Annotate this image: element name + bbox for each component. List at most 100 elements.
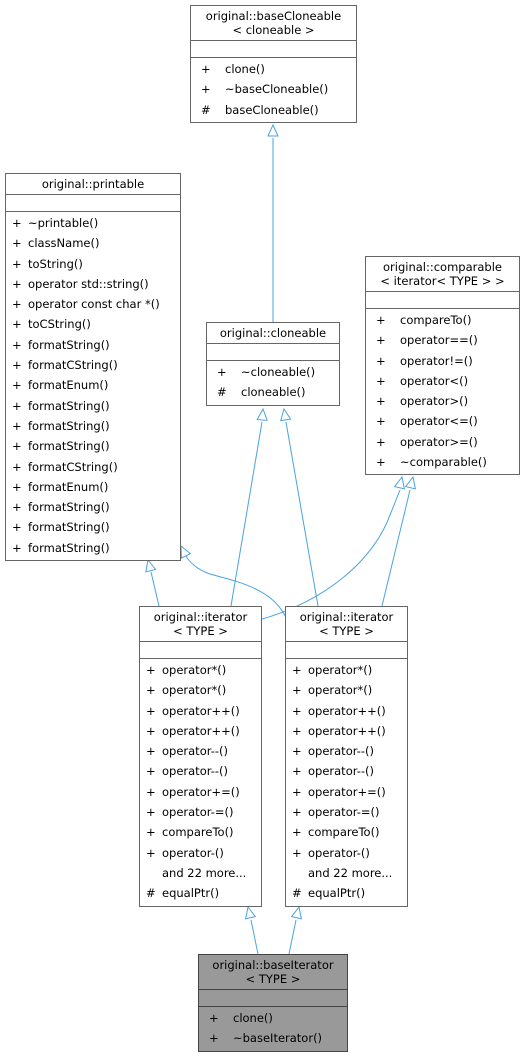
operation-row[interactable]: +toCString() bbox=[6, 314, 180, 334]
operation-row[interactable]: +operator+=() bbox=[286, 782, 407, 802]
operation-row[interactable]: +formatString() bbox=[6, 538, 180, 558]
operation-row[interactable]: +formatString() bbox=[6, 335, 180, 355]
operation-row[interactable]: +formatCString() bbox=[6, 457, 180, 477]
operation-row[interactable]: +operator-() bbox=[140, 843, 261, 863]
operation-row[interactable]: +operator--() bbox=[140, 741, 261, 761]
class-box-base-iterator[interactable]: original::baseIterator< TYPE >+clone()+~… bbox=[198, 954, 348, 1052]
attributes-section bbox=[286, 642, 407, 659]
class-title: original::comparable< iterator< TYPE > > bbox=[366, 257, 519, 292]
operation-row[interactable]: +operator--() bbox=[286, 741, 407, 761]
operation-row[interactable]: +operator<=() bbox=[366, 411, 519, 431]
operation-row[interactable]: +clone() bbox=[191, 59, 356, 79]
operation-row[interactable]: +compareTo() bbox=[140, 822, 261, 842]
operation-name: equalPtr() bbox=[162, 886, 220, 901]
edge-iterright-to-cloneable-arrowhead bbox=[280, 407, 292, 422]
operation-row[interactable]: +compareTo() bbox=[366, 310, 519, 330]
operation-name: operator const char *() bbox=[28, 297, 160, 312]
visibility-marker: + bbox=[146, 825, 156, 840]
operation-name: formatString() bbox=[28, 520, 110, 535]
operation-row[interactable]: +className() bbox=[6, 233, 180, 253]
operation-row[interactable]: +operator>=() bbox=[366, 432, 519, 452]
visibility-marker: + bbox=[12, 337, 22, 352]
operation-row[interactable]: +formatEnum() bbox=[6, 375, 180, 395]
operation-name: operator--() bbox=[308, 744, 374, 759]
operation-row[interactable]: +toString() bbox=[6, 254, 180, 274]
visibility-marker: + bbox=[12, 479, 22, 494]
operation-row[interactable]: +~cloneable() bbox=[207, 362, 339, 382]
operation-row[interactable]: and 22 more... bbox=[286, 863, 407, 883]
edge-iterleft-to-printable-arrowhead bbox=[145, 558, 157, 573]
operation-row[interactable]: +formatString() bbox=[6, 396, 180, 416]
operation-row[interactable]: +formatCString() bbox=[6, 355, 180, 375]
visibility-marker: + bbox=[209, 1031, 219, 1046]
operation-row[interactable]: +operator<() bbox=[366, 371, 519, 391]
operation-name: operator==() bbox=[400, 333, 478, 348]
operation-row[interactable]: +operator*() bbox=[286, 660, 407, 680]
operation-row[interactable]: #cloneable() bbox=[207, 382, 339, 402]
operation-row[interactable]: +operator++() bbox=[286, 701, 407, 721]
operation-row[interactable]: #baseCloneable() bbox=[191, 100, 356, 120]
operation-name: operator-() bbox=[162, 845, 224, 860]
visibility-marker: # bbox=[292, 886, 302, 901]
visibility-marker bbox=[286, 863, 308, 883]
operation-row[interactable]: +operator++() bbox=[140, 701, 261, 721]
operation-row[interactable]: +operator--() bbox=[286, 761, 407, 781]
edge-baseiter-to-iterleft bbox=[250, 919, 259, 955]
operation-row[interactable]: +formatString() bbox=[6, 517, 180, 537]
operation-name: toCString() bbox=[28, 317, 91, 332]
operation-row[interactable]: #equalPtr() bbox=[140, 883, 261, 903]
operation-row[interactable]: +compareTo() bbox=[286, 822, 407, 842]
visibility-marker: + bbox=[217, 365, 227, 379]
operations-section: +compareTo()+operator==()+operator!=()+o… bbox=[366, 309, 519, 474]
class-box-iterator-right[interactable]: original::iterator< TYPE >+operator*()+o… bbox=[285, 606, 408, 907]
operation-row[interactable]: +operator*() bbox=[286, 680, 407, 700]
operation-row[interactable]: +operator*() bbox=[140, 660, 261, 680]
operation-row[interactable]: +formatString() bbox=[6, 436, 180, 456]
visibility-marker: + bbox=[12, 256, 22, 271]
visibility-marker: + bbox=[146, 805, 156, 820]
class-box-printable[interactable]: original::printable+~printable()+classNa… bbox=[5, 173, 181, 562]
operation-row[interactable]: +operator-=() bbox=[286, 802, 407, 822]
edge-iterleft-to-cloneable-arrowhead bbox=[256, 407, 268, 421]
visibility-marker: + bbox=[146, 683, 156, 698]
operation-row[interactable]: +operator*() bbox=[140, 680, 261, 700]
operation-row[interactable]: +operator>() bbox=[366, 391, 519, 411]
class-box-comparable[interactable]: original::comparable< iterator< TYPE > >… bbox=[365, 256, 520, 476]
operation-row[interactable]: +~printable() bbox=[6, 213, 180, 233]
operation-row[interactable]: +operator++() bbox=[140, 721, 261, 741]
visibility-marker: + bbox=[376, 434, 386, 449]
operation-name: compareTo() bbox=[308, 825, 380, 840]
operation-row[interactable]: +operator+=() bbox=[140, 782, 261, 802]
operation-row[interactable]: + operator==() bbox=[366, 330, 519, 350]
operation-row[interactable]: +~comparable() bbox=[366, 452, 519, 472]
operation-row[interactable]: +~baseCloneable() bbox=[191, 79, 356, 99]
visibility-marker: + bbox=[201, 82, 211, 97]
class-box-cloneable[interactable]: original::cloneable+~cloneable()#cloneab… bbox=[206, 322, 340, 406]
operation-row[interactable]: and 22 more... bbox=[140, 863, 261, 883]
class-box-base-cloneable[interactable]: original::baseCloneable< cloneable >+clo… bbox=[190, 5, 357, 123]
operation-name: operator++() bbox=[308, 703, 386, 718]
visibility-marker: + bbox=[12, 418, 22, 433]
operation-name: className() bbox=[28, 236, 100, 251]
class-box-iterator-left[interactable]: original::iterator< TYPE >+operator*()+o… bbox=[139, 606, 262, 907]
visibility-marker: + bbox=[376, 333, 386, 348]
operation-row[interactable]: +clone() bbox=[199, 1008, 347, 1028]
operation-row[interactable]: +operator++() bbox=[286, 721, 407, 741]
operation-name: operator++() bbox=[162, 723, 240, 738]
operation-row[interactable]: +operator!=() bbox=[366, 351, 519, 371]
operation-row[interactable]: +operator-() bbox=[286, 843, 407, 863]
operation-row[interactable]: +operator std::string() bbox=[6, 274, 180, 294]
operation-row[interactable]: +operator--() bbox=[140, 761, 261, 781]
operation-row[interactable]: +~baseIterator() bbox=[199, 1028, 347, 1048]
operation-row[interactable]: +formatString() bbox=[6, 416, 180, 436]
operation-row[interactable]: #equalPtr() bbox=[286, 883, 407, 903]
operation-row[interactable]: +formatString() bbox=[6, 497, 180, 517]
operation-name: formatString() bbox=[28, 500, 110, 515]
operation-row[interactable]: +operator const char *() bbox=[6, 294, 180, 314]
visibility-marker: + bbox=[146, 703, 156, 718]
operation-row[interactable]: +operator-=() bbox=[140, 802, 261, 822]
visibility-marker: + bbox=[12, 439, 22, 454]
operation-row[interactable]: +formatEnum() bbox=[6, 477, 180, 497]
visibility-marker: + bbox=[146, 663, 156, 677]
operation-name: compareTo() bbox=[400, 313, 472, 327]
